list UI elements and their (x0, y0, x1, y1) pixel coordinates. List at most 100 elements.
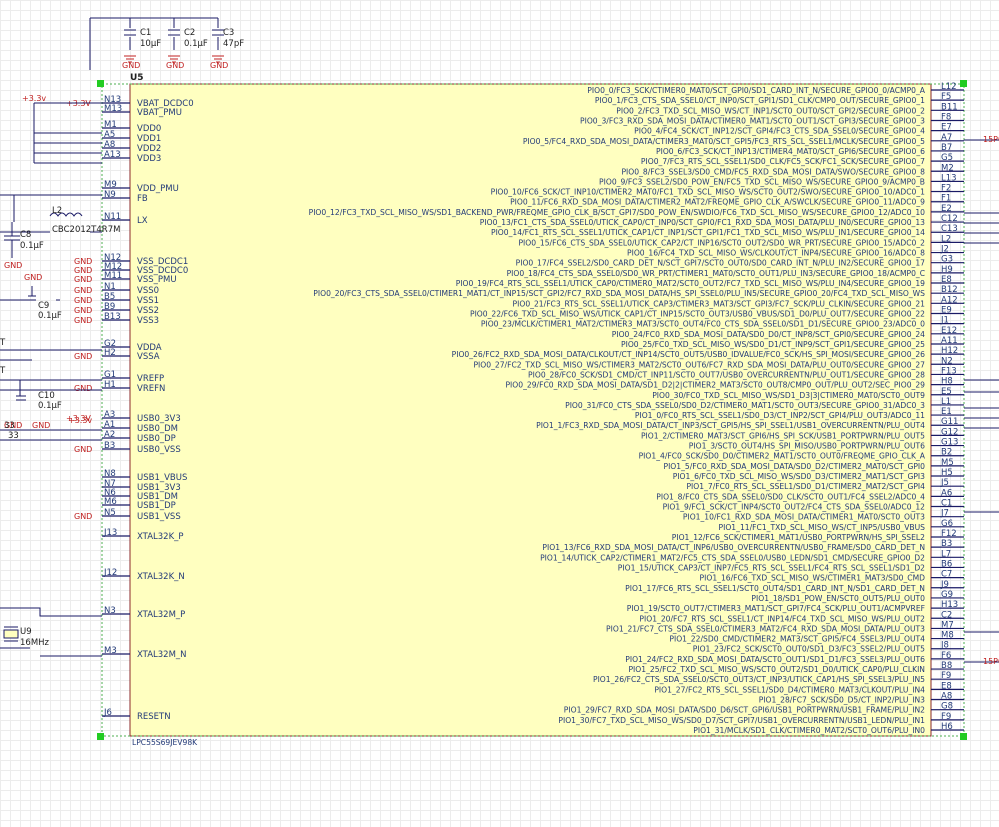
right-pin-number: A12 (941, 295, 958, 305)
right-pin-name: PIO1_17/FC6_RTS_SCL_SSEL1/SCT0_OUT4/SD1_… (625, 584, 925, 593)
right-pin-number: E12 (941, 326, 957, 336)
right-pin-number: C7 (941, 570, 952, 580)
right-pin-name: PIO0_12/FC3_TXD_SCL_MISO_WS/SD1_BACKEND_… (309, 208, 926, 217)
left-pin-net-label: GND (74, 296, 92, 305)
right-pin-name: PIO0_0/FC3_SCK/CTIMER0_MAT0/SCT_GPI0/SD1… (587, 86, 926, 95)
right-pin-number: F1 (941, 194, 951, 204)
left-pin-number: B9 (104, 302, 115, 312)
left-pin-net-label: GND (74, 445, 92, 454)
top-cap-group (89, 17, 224, 70)
right-pin-number: H13 (941, 600, 958, 610)
left-pin-name: XTAL32K_P (137, 532, 184, 542)
u5-designator: U5 (130, 73, 144, 83)
right-pin-number: B11 (941, 102, 958, 112)
left-pin-name: VSSA (137, 352, 160, 362)
left-pin-number: A5 (104, 130, 115, 140)
right-pin-name: PIO0_23/MCLK/CTIMER1_MAT2/CTIMER3_MAT3/S… (481, 320, 925, 329)
right-pin-name: PIO1_11/FC1_TXD_SCL_MISO_WS/CT_INP5/USB0… (719, 523, 926, 532)
left-pin-name: VSS0 (137, 286, 159, 296)
c1-ref: C1 (140, 28, 151, 38)
right-pin-number: M5 (941, 458, 954, 468)
c8-gnd-label: GND (4, 261, 22, 270)
left-pin-number: A2 (104, 430, 115, 440)
vcc-label-top: +3.3v (22, 94, 46, 103)
right-pin-name: PIO0_18/FC4_CTS_SDA_SSEL0/SD0_WR_PRT/CTI… (507, 269, 925, 278)
right-pin-name: PIO1_19/SCT0_OUT7/CTIMER3_MAT1/SCT_GPI7/… (627, 604, 925, 613)
right-pin-name: PIO0_3/FC3_RXD_SDA_MOSI_DATA/CTIMER0_MAT… (580, 116, 925, 125)
left-pin-number: N9 (104, 190, 116, 200)
c8-capacitor-icon (4, 222, 20, 258)
right-pin-name: PIO1_3/SCT0_OUT4/HS_SPI_MISO/USB0_PORTPW… (689, 442, 925, 451)
right-pin-name: PIO1_16/FC6_TXD_SCL_MISO_WS/CTIMER1_MAT3… (700, 574, 926, 583)
u5-part-number: LPC55S69JEV98K (132, 738, 198, 747)
right-pin-number: L2 (941, 234, 951, 244)
left-pin-name: VDD_PMU (137, 184, 179, 194)
left-pin-name: VBAT_PMU (137, 108, 182, 118)
right-pin-number: J9 (940, 580, 949, 590)
left-pin-number: G2 (104, 339, 116, 349)
right-pin-number: H5 (941, 468, 953, 478)
left-pin-name: VSS_DCDC0 (137, 266, 188, 276)
net-fragment-t2: T (0, 366, 6, 376)
right-pin-name: PIO1_4/FC0_SCK/SD0_D0/CTIMER2_MAT1/SCT0_… (639, 452, 926, 461)
c10-gnd-right-label: GND (32, 421, 50, 430)
left-pin-net-label: GND (74, 257, 92, 266)
u5-selection-frame (101, 83, 965, 737)
right-pin-number: L7 (941, 549, 951, 559)
c8-ref: C8 (20, 230, 31, 240)
left-pin-number: N13 (104, 95, 121, 105)
left-pin-number: A1 (104, 420, 115, 430)
right-pin-name: PIO0_30/FC0_TXD_SCL_MISO_WS/SD1_D3|3|CTI… (652, 391, 925, 400)
right-pin-number: G6 (941, 519, 953, 529)
left-pin-number: M6 (104, 497, 117, 507)
left-pin-net-label: GND (74, 266, 92, 275)
right-pin-number: G3 (941, 255, 953, 265)
left-pin-net-label: +3.3V (66, 414, 91, 423)
right-pin-name: PIO1_20/FC7_RTS_SCL_SSEL1/CT_INP14/FC4_T… (639, 614, 925, 623)
selection-handle-bl[interactable] (97, 733, 104, 740)
right-pin-name: PIO0_29/FC0_RXD_SDA_MOSI_DATA/SD1_D2|2|C… (505, 381, 925, 390)
left-pin-name: VDDA (137, 343, 162, 353)
right-pin-name: PIO0_5/FC4_RXD_SDA_MOSI_DATA/CTIMER3_MAT… (523, 137, 925, 146)
right-pin-number: C13 (941, 224, 958, 234)
right-pin-name: PIO0_7/FC3_RTS_SCL_SSEL1/SD0_CLK/FC5_SCK… (641, 157, 925, 166)
left-pin-number: G1 (104, 370, 116, 380)
right-pin-name: PIO1_22/SD0_CMD/CTIMER2_MAT3/SCT_GPI5/FC… (669, 635, 925, 644)
right-pin-number: J7 (940, 509, 949, 519)
left-pin-name: VREFN (137, 384, 165, 394)
c9-capacitor-icon (28, 286, 36, 301)
left-pin-name: RESETN (137, 712, 171, 722)
left-pin-name: USB1_VSS (137, 512, 181, 522)
selection-handle-tl[interactable] (97, 80, 104, 87)
u5-body[interactable] (129, 83, 932, 737)
selection-handle-br[interactable] (960, 733, 967, 740)
left-pin-name: VREFP (137, 374, 164, 384)
right-pin-name: PIO0_24/FC0_RXD_SDA_MOSI_DATA/SD0_D0/CT_… (612, 330, 925, 339)
c1-value: 10µF (140, 39, 161, 49)
right-pin-name: PIO1_27/FC2_RTS_SCL_SSEL1/SD0_D4/CTIMER0… (654, 685, 925, 694)
right-pin-name: PIO0_26/FC2_RXD_SDA_MOSI_DATA/CLKOUT/CT_… (452, 350, 926, 359)
c2-value: 0.1µF (184, 39, 208, 49)
c8-value: 0.1µF (20, 241, 44, 251)
left-pin-number: N8 (104, 469, 116, 479)
left-pin-net-label: GND (74, 275, 92, 284)
left-pin-name: VSS1 (137, 296, 159, 306)
left-pin-number: N3 (104, 606, 116, 616)
left-pin-name: USB1_3V3 (137, 483, 181, 493)
selection-handle-tr[interactable] (960, 80, 967, 87)
c2-ref: C2 (184, 28, 195, 38)
right-pin-name: PIO1_5/FC0_RXD_SDA_MOSI_DATA/SD0_D2/CTIM… (663, 462, 925, 471)
right-pin-number: B12 (941, 285, 958, 295)
right-pin-name: PIO1_24/FC2_RXD_SDA_MOSI_DATA/SCT0_OUT1/… (625, 655, 925, 664)
right-pin-number: G12 (941, 427, 958, 437)
left-pin-number: N5 (104, 508, 116, 518)
left-pin-name: VSS2 (137, 306, 159, 316)
right-pin-name: PIO0_11/FC6_RXD_SDA_MOSI_DATA/CTIMER2_MA… (510, 198, 925, 207)
c9-value: 0.1µF (38, 311, 62, 321)
right-pin-number: C2 (941, 610, 952, 620)
right-pin-number: L12 (941, 82, 957, 92)
left-pin-name: VSS3 (137, 316, 159, 326)
right-pin-number: M8 (941, 631, 954, 641)
right-pin-number: F13 (941, 366, 957, 376)
